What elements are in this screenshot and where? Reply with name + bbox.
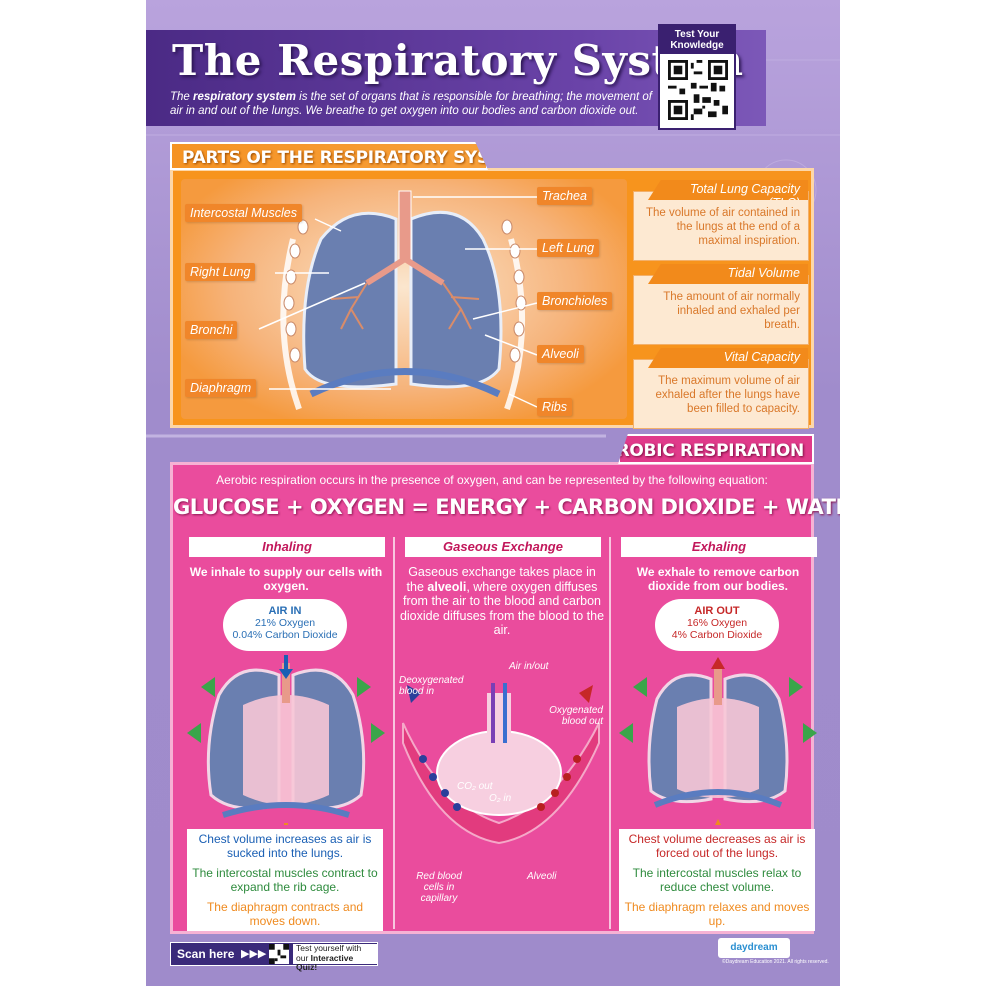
- definition-title: Total Lung Capacity (TLC): [648, 180, 808, 200]
- label-bronchi: Bronchi: [185, 321, 238, 339]
- exhaling-title: Exhaling: [621, 537, 817, 557]
- label-right-lung: Right Lung: [185, 263, 256, 281]
- daydream-logo: daydream: [718, 938, 790, 958]
- air-out-cloud: AIR OUT 16% Oxygen 4% Carbon Dioxide: [655, 599, 779, 651]
- inhaling-lungs-diagram: [187, 655, 385, 825]
- exhaling-subtitle: We exhale to remove carbon dioxide from …: [636, 565, 800, 593]
- left-lung-shape: [409, 210, 503, 389]
- right-lung-shape: [302, 211, 398, 389]
- definition-tlc: Total Lung Capacity (TLC) The volume of …: [633, 180, 809, 261]
- qr-code-box[interactable]: Test Your Knowledge: [658, 24, 736, 130]
- air-out-oxygen: 16% Oxygen: [686, 617, 748, 629]
- definition-text: The maximum volume of air exhaled after …: [655, 375, 801, 415]
- inhaling-info-1: Chest volume increases as air is sucked …: [187, 829, 383, 863]
- label-red-blood-cells: Red blood cells in capillary: [416, 871, 462, 904]
- exhaling-info-1: Chest volume decreases as air is forced …: [619, 829, 815, 863]
- label-alveoli: Alveoli: [537, 345, 584, 363]
- qr-code-icon: [668, 60, 728, 120]
- label-ribs: Ribs: [537, 398, 573, 416]
- air-in-co2: 0.04% Carbon Dioxide: [232, 629, 338, 641]
- definition-text: The amount of air normally inhaled and e…: [663, 291, 800, 331]
- qr-label: Test Your Knowledge: [660, 26, 734, 54]
- copyright-text: ©Daydream Education 2021. All rights res…: [722, 959, 829, 965]
- aerobic-intro: Aerobic respiration occurs in the presen…: [216, 473, 768, 487]
- poster: The Respiratory System The respiratory s…: [146, 0, 840, 986]
- label-trachea: Trachea: [537, 187, 592, 205]
- inhaling-info-2: The intercostal muscles contract to expa…: [187, 863, 383, 897]
- label-co2-out: CO₂ out: [457, 781, 493, 792]
- exhaling-column: Exhaling We exhale to remove carbon diox…: [615, 537, 821, 931]
- inhaling-info-3: The diaphragm contracts and moves down.: [187, 897, 383, 931]
- gaseous-exchange-text: Gaseous exchange takes place in the alve…: [399, 565, 605, 637]
- trachea-shape: [398, 190, 412, 262]
- scan-arrows-icon: ▶▶▶: [241, 948, 267, 960]
- parts-header: PARTS OF THE RESPIRATORY SYSTEM: [170, 142, 488, 170]
- definition-vital-capacity: Vital Capacity The maximum volume of air…: [633, 348, 809, 429]
- exhaling-info-3: The diaphragm relaxes and moves up.: [619, 897, 815, 931]
- intro-text: The respiratory system is the set of org…: [170, 91, 652, 117]
- air-in-title: AIR IN: [268, 605, 302, 617]
- air-out-title: AIR OUT: [694, 605, 740, 617]
- exhaling-lungs-diagram: [619, 657, 817, 825]
- exhaling-info-2: The intercostal muscles relax to reduce …: [619, 863, 815, 897]
- page-title: The Respiratory System: [172, 36, 744, 85]
- scan-label: Scan here: [177, 947, 235, 961]
- aerobic-header-text: AEROBIC RESPIRATION: [592, 441, 804, 461]
- definition-tidal-volume: Tidal Volume The amount of air normally …: [633, 264, 809, 345]
- scan-quiz-banner[interactable]: Scan here ▶▶▶ Test yourself with our Int…: [170, 942, 378, 972]
- label-bronchioles: Bronchioles: [537, 292, 613, 310]
- aerobic-panel: Aerobic respiration occurs in the presen…: [170, 462, 840, 934]
- definition-title: Tidal Volume: [648, 264, 808, 284]
- label-deoxygenated-blood: Deoxygenated blood in: [399, 675, 464, 697]
- label-alveoli-small: Alveoli: [527, 871, 557, 882]
- label-o2-in: O₂ in: [489, 793, 512, 804]
- alveolus-diagram: [402, 683, 600, 845]
- label-air-in-out: Air in/out: [509, 661, 549, 672]
- label-intercostal-muscles: Intercostal Muscles: [185, 204, 302, 222]
- definition-title: Vital Capacity: [648, 348, 808, 368]
- inhaling-subtitle: We inhale to supply our cells with oxyge…: [189, 565, 383, 593]
- small-qr-icon: [269, 944, 289, 964]
- label-oxygenated-blood: Oxygenated blood out: [549, 705, 603, 727]
- quiz-text: Test yourself with our Interactive Quiz!: [293, 943, 377, 972]
- inhaling-column: Inhaling We inhale to supply our cells w…: [183, 537, 389, 931]
- column-divider: [393, 537, 395, 929]
- column-divider: [609, 537, 611, 929]
- parts-panel: Intercostal Muscles Trachea Right Lung L…: [170, 168, 814, 429]
- label-left-lung: Left Lung: [537, 239, 600, 257]
- air-in-cloud: AIR IN 21% Oxygen 0.04% Carbon Dioxide: [223, 599, 347, 651]
- air-in-oxygen: 21% Oxygen: [254, 617, 316, 629]
- respiration-equation: GLUCOSE + OXYGEN = ENERGY + CARBON DIOXI…: [173, 495, 840, 519]
- air-out-co2: 4% Carbon Dioxide: [671, 629, 763, 641]
- diaphragm-shape: [309, 368, 501, 398]
- inhaling-title: Inhaling: [189, 537, 385, 557]
- label-diaphragm: Diaphragm: [185, 379, 257, 397]
- aerobic-header: AEROBIC RESPIRATION: [618, 434, 814, 464]
- definition-text: The volume of air contained in the lungs…: [645, 207, 800, 247]
- gaseous-exchange-column: Gaseous Exchange Gaseous exchange takes …: [399, 537, 605, 929]
- lungs-diagram: [258, 190, 541, 410]
- gaseous-exchange-title: Gaseous Exchange: [405, 537, 601, 557]
- parts-header-text: PARTS OF THE RESPIRATORY SYSTEM: [182, 148, 529, 168]
